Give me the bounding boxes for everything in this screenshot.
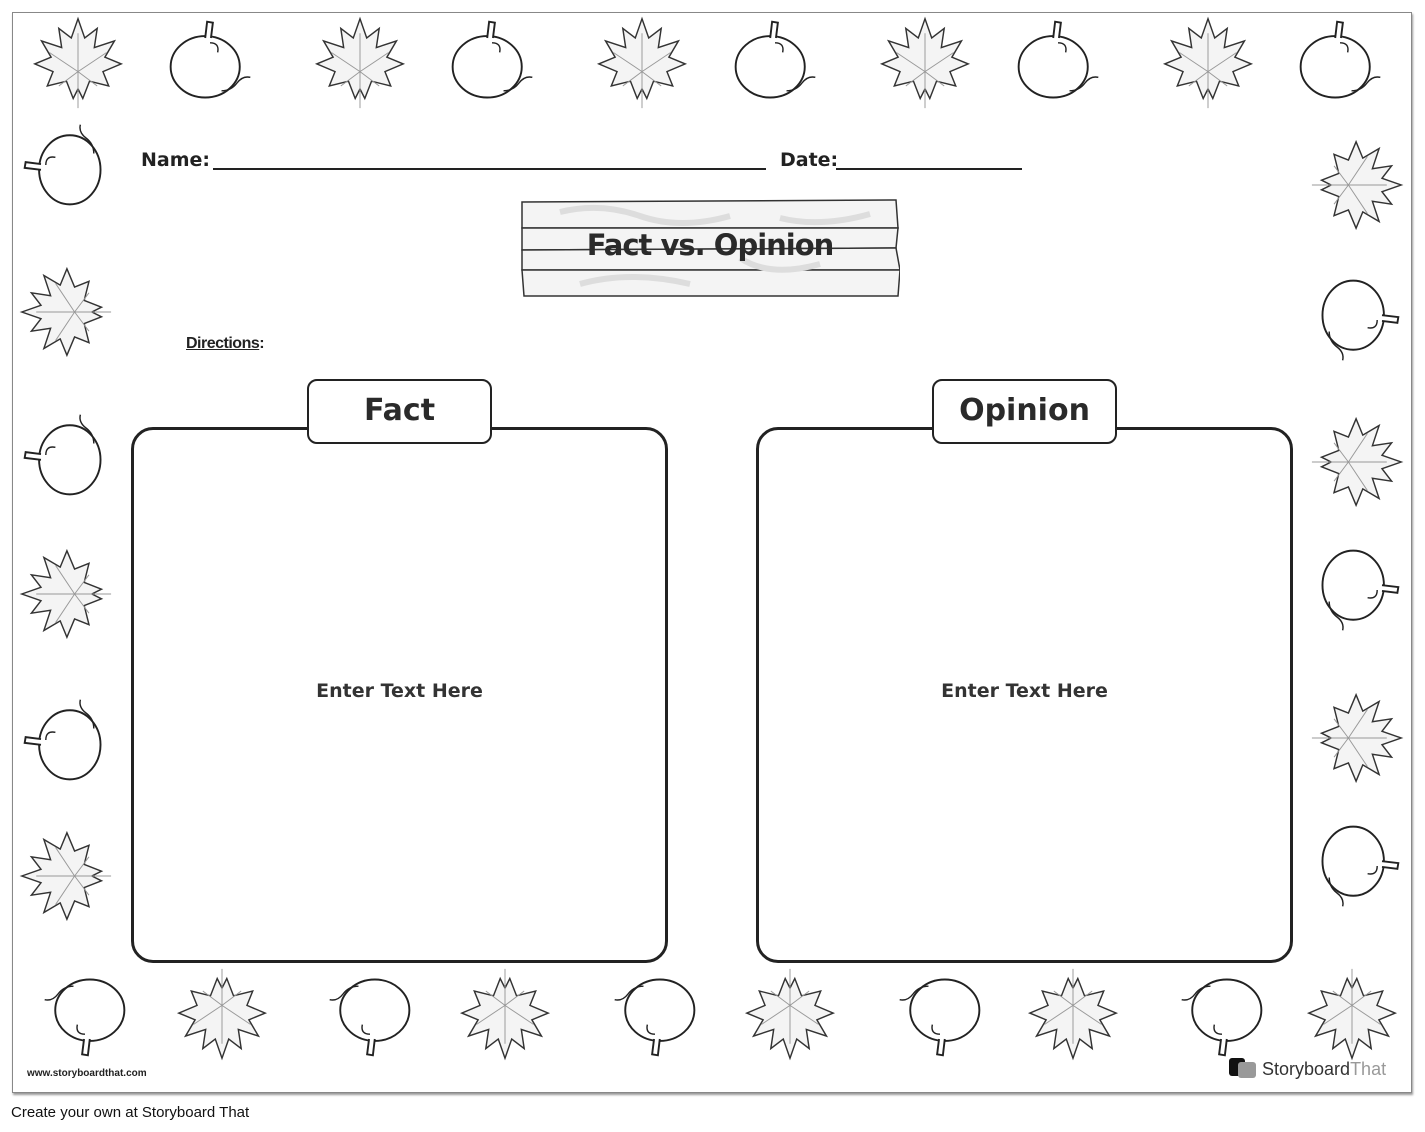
directions-label: Directions:	[186, 335, 265, 353]
maple-leaf-icon	[742, 967, 838, 1063]
maple-leaf-icon	[17, 828, 113, 924]
pumpkin-icon	[727, 14, 823, 110]
pumpkin-icon	[37, 967, 133, 1063]
speech-bubbles-icon	[1229, 1058, 1256, 1078]
opinion-text-placeholder[interactable]: Enter Text Here	[941, 680, 1108, 702]
worksheet-title: Fact vs. Opinion	[586, 228, 835, 262]
pumpkin-icon	[1310, 818, 1406, 914]
fact-box[interactable]: Enter Text Here	[131, 427, 668, 963]
pumpkin-icon	[17, 407, 113, 503]
directions-colon: :	[259, 335, 265, 352]
pumpkin-icon	[322, 967, 418, 1063]
pumpkin-icon	[17, 692, 113, 788]
name-label: Name:	[141, 149, 211, 171]
pumpkin-icon	[1174, 967, 1270, 1063]
maple-leaf-icon	[1160, 14, 1256, 110]
date-label: Date:	[780, 149, 839, 171]
pumpkin-icon	[1010, 14, 1106, 110]
maple-leaf-icon	[1025, 967, 1121, 1063]
directions-text: Directions	[186, 335, 260, 352]
fact-heading: Fact	[307, 379, 492, 444]
maple-leaf-icon	[174, 967, 270, 1063]
maple-leaf-icon	[1310, 137, 1406, 233]
brand-accent: That	[1350, 1058, 1387, 1079]
pumpkin-icon	[162, 14, 258, 110]
maple-leaf-icon	[30, 14, 126, 110]
pumpkin-icon	[607, 967, 703, 1063]
opinion-heading: Opinion	[932, 379, 1117, 444]
maple-leaf-icon	[457, 967, 553, 1063]
date-field[interactable]	[836, 168, 1022, 170]
maple-leaf-icon	[877, 14, 973, 110]
pumpkin-icon	[892, 967, 988, 1063]
maple-leaf-icon	[594, 14, 690, 110]
maple-leaf-icon	[1304, 967, 1400, 1063]
brand-main: Storyboard	[1262, 1058, 1351, 1079]
footer-link[interactable]: Create your own at Storyboard That	[11, 1104, 250, 1121]
opinion-box[interactable]: Enter Text Here	[756, 427, 1293, 963]
maple-leaf-icon	[17, 264, 113, 360]
wooden-sign-icon	[521, 199, 900, 297]
pumpkin-icon	[1310, 542, 1406, 638]
fact-text-placeholder[interactable]: Enter Text Here	[316, 680, 483, 702]
maple-leaf-icon	[1310, 690, 1406, 786]
website-url: www.storyboardthat.com	[27, 1068, 147, 1079]
maple-leaf-icon	[1310, 414, 1406, 510]
pumpkin-icon	[17, 117, 113, 213]
pumpkin-icon	[1292, 14, 1388, 110]
maple-leaf-icon	[312, 14, 408, 110]
maple-leaf-icon	[17, 546, 113, 642]
pumpkin-icon	[1310, 272, 1406, 368]
pumpkin-icon	[444, 14, 540, 110]
name-field[interactable]	[213, 168, 766, 170]
